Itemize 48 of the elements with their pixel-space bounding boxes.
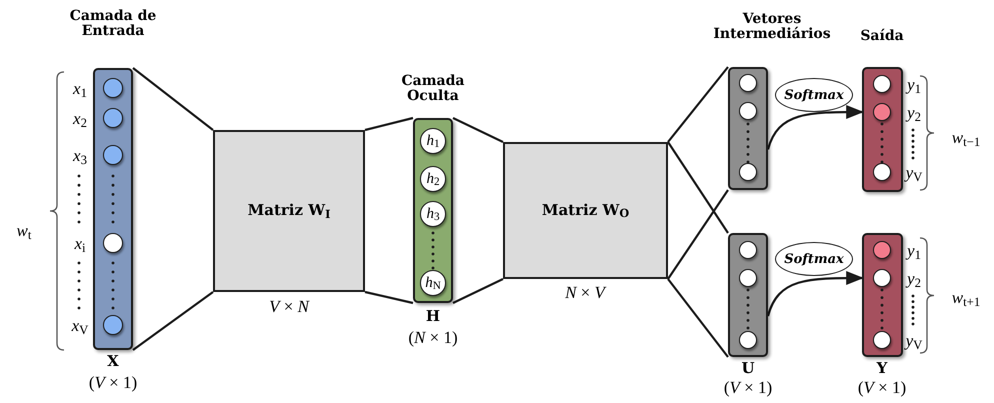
arrow — [766, 104, 864, 150]
layer-title: Camada Oculta — [400, 74, 466, 104]
connector-line — [667, 189, 729, 280]
dimension-label: N × V — [564, 284, 608, 301]
neuron-label: y$_{2}$ — [904, 270, 922, 287]
connector-line — [667, 66, 729, 143]
neuron-label: y$_{V}$ — [903, 332, 924, 349]
dimension-label: (V × 1) — [88, 374, 138, 391]
neuron-label: y$_{1}$ — [904, 76, 922, 93]
neuron-label: x$_{i}$ — [73, 235, 87, 252]
dimension-label: (N × 1) — [407, 329, 459, 346]
dimension-label: (V × 1) — [856, 379, 908, 396]
vector-symbol: X — [106, 354, 120, 369]
function-label: Softmax — [784, 88, 844, 102]
matrix-label: Matriz W$_{I}$ — [248, 203, 330, 219]
connector-line — [667, 141, 729, 234]
vector-symbol: H — [424, 309, 442, 324]
neuron-label: y$_{1}$ — [904, 242, 922, 259]
word-symbol: w$_{t+1}$ — [950, 289, 982, 306]
connector-line — [364, 290, 414, 304]
vector-symbol: Y — [876, 361, 888, 376]
word-symbol: w$_{t}$ — [16, 222, 32, 239]
connector-line — [364, 116, 414, 132]
connector-line — [452, 117, 504, 143]
word-symbol: w$_{t−1}$ — [950, 129, 982, 146]
layer-title: Vetores Intermediários — [712, 12, 832, 42]
neuron-label: h$_{N}$ — [425, 276, 441, 290]
matrix-label: Matriz W$_{O}$ — [542, 202, 630, 218]
function-label: Softmax — [784, 252, 844, 266]
connector-line — [132, 291, 214, 351]
vector-symbol: U — [740, 361, 756, 376]
neuron-label: x$_{V}$ — [70, 317, 90, 334]
dimension-label: (V × 1) — [722, 379, 774, 396]
connector-line — [132, 67, 214, 131]
neuron-label: x$_{2}$ — [72, 110, 88, 127]
neuron-label: x$_{1}$ — [72, 80, 88, 97]
neuron-label: y$_{V}$ — [903, 164, 924, 181]
neuron-label: x$_{3}$ — [72, 147, 88, 164]
connector-line — [667, 278, 729, 358]
dimension-label: V × N — [268, 298, 311, 315]
neuron-label: h$_{1}$ — [426, 134, 440, 148]
layer-title: Saída — [859, 29, 905, 44]
connector-line — [452, 278, 504, 304]
neuron-label: h$_{3}$ — [426, 206, 440, 222]
arrow — [766, 270, 864, 316]
neuron-label: y$_{2}$ — [904, 104, 922, 121]
neuron-label: h$_{2}$ — [426, 172, 440, 186]
layer-title: Camada de Entrada — [68, 9, 158, 38]
